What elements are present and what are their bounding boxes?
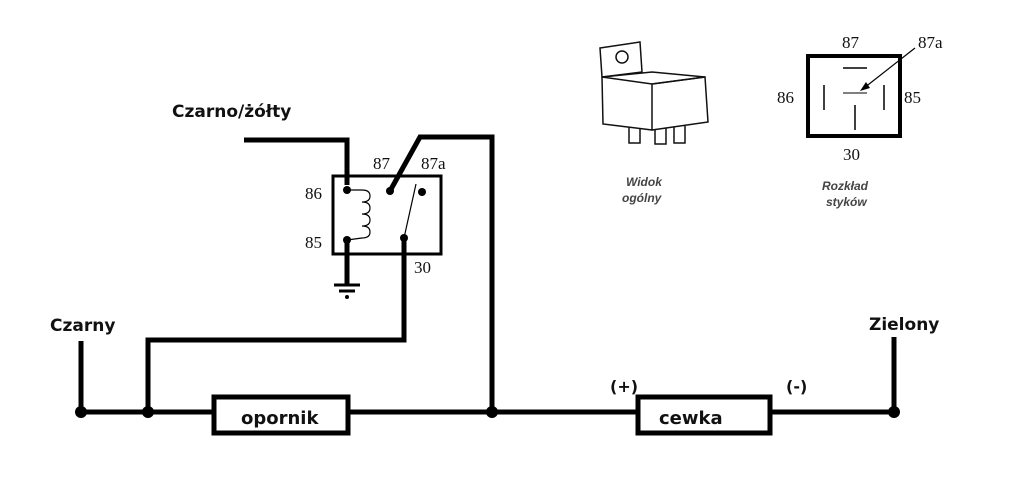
wire-30 (145, 238, 407, 412)
junction-relay-87 (486, 406, 498, 418)
label-resistor: opornik (241, 408, 319, 429)
caption-rozklad-line2: styków (826, 195, 867, 209)
pinout-label-87: 87 (842, 33, 860, 52)
wire-87 (387, 134, 495, 412)
junction-czarny (75, 406, 87, 418)
pinout-label-30: 30 (843, 145, 860, 164)
relay-illustration (599, 41, 709, 145)
pinout-label-87a: 87a (918, 33, 943, 52)
pin-label-87: 87 (373, 154, 391, 173)
label-coil: cewka (659, 408, 723, 429)
ground-icon (334, 283, 360, 299)
pinout-box (806, 54, 902, 138)
pin-label-85: 85 (305, 233, 322, 252)
label-zielony: Zielony (869, 315, 939, 335)
junction-relay-30 (142, 406, 154, 418)
label-plus: (+) (610, 377, 638, 396)
pin-label-86: 86 (305, 184, 322, 203)
pinout-label-86: 86 (777, 88, 794, 107)
relay-coil (346, 189, 371, 241)
coil-box (635, 394, 773, 436)
caption-widok-line2: ogólny (622, 191, 663, 205)
caption-rozklad-line1: Rozkład (822, 179, 869, 193)
wire-czarno-zolty (244, 137, 350, 185)
pin-label-87a: 87a (421, 154, 446, 173)
label-minus: (-) (786, 377, 807, 396)
arrow-head-icon (860, 82, 870, 91)
pin-label-30: 30 (414, 258, 431, 277)
relay-switch (403, 183, 417, 239)
resistor-box (211, 394, 351, 436)
pinout-arrow (863, 47, 916, 89)
terminal-87a (418, 188, 426, 196)
terminal-86 (343, 186, 351, 194)
pinout-label-85: 85 (904, 88, 921, 107)
relay-box (331, 174, 443, 256)
label-czarny: Czarny (50, 316, 115, 336)
caption-widok-line1: Widok (626, 175, 663, 189)
label-czarno-zolty: Czarno/żółty (172, 102, 291, 122)
